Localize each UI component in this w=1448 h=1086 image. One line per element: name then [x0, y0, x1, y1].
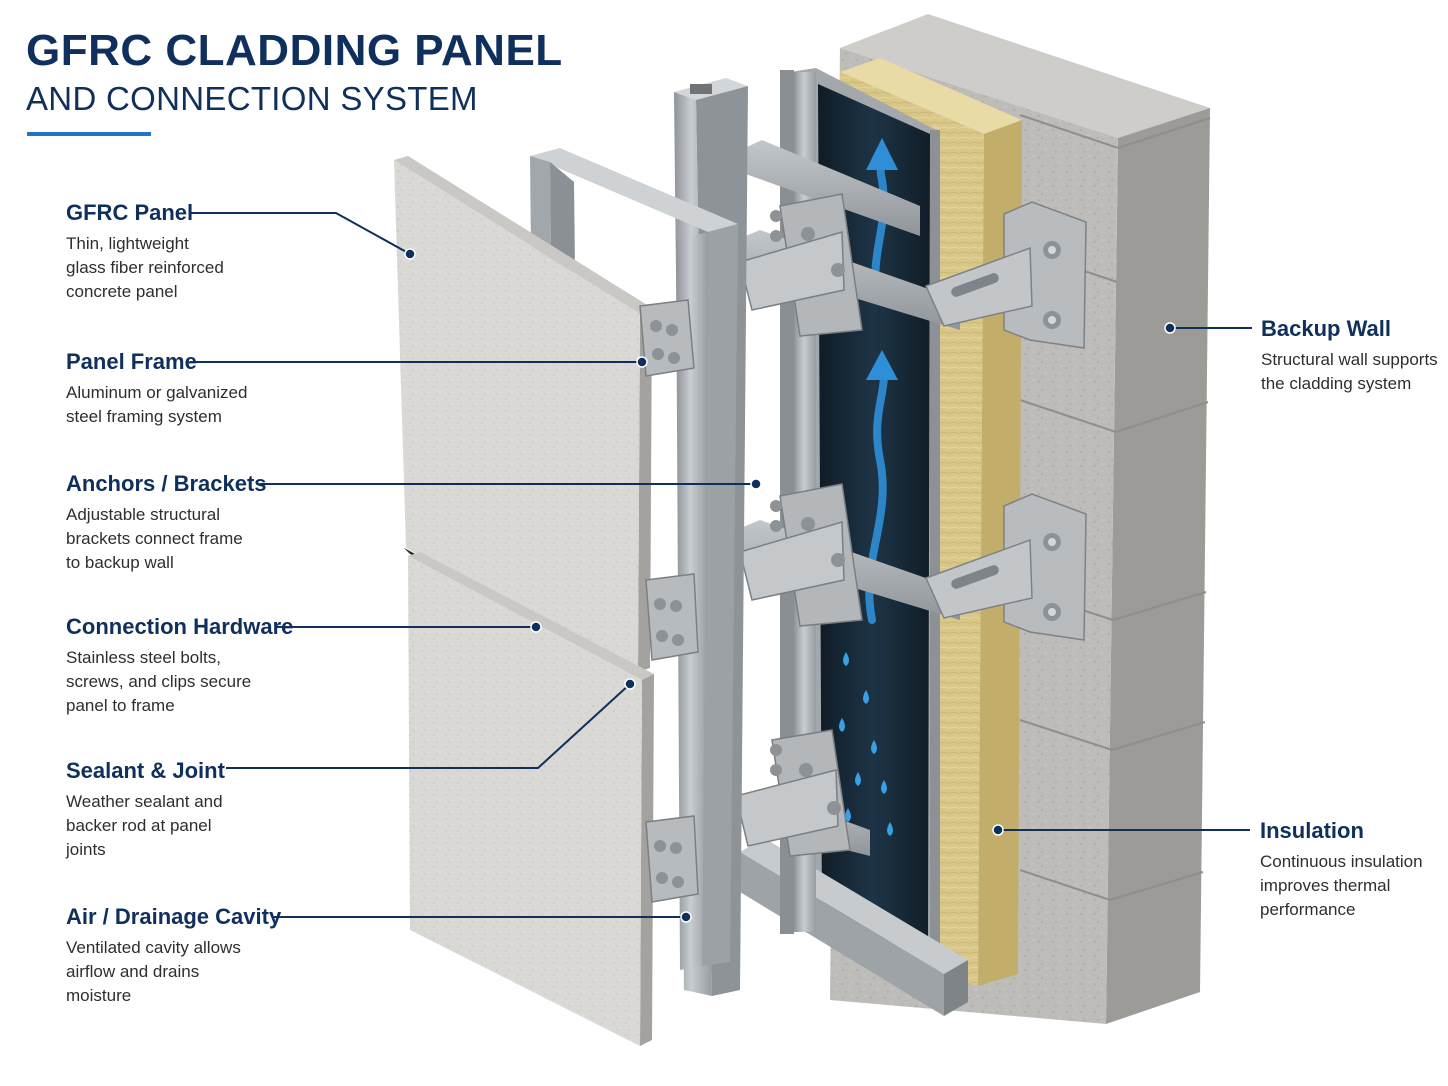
label-line: Structural wall supports [1261, 350, 1438, 369]
label-backup-wall: Backup Wall Structural wall supports the… [1261, 316, 1438, 396]
label-title: GFRC Panel [66, 200, 194, 225]
label-title: Sealant & Joint [66, 758, 225, 783]
label-line: the cladding system [1261, 374, 1412, 393]
label-description: Stainless steel bolts, screws, and clips… [66, 646, 293, 718]
water-droplets [839, 652, 893, 836]
label-sealant-joint: Sealant & Joint Weather sealant and back… [66, 758, 225, 862]
label-air-drainage-cavity: Air / Drainage Cavity Ventilated cavity … [66, 904, 281, 1008]
frame-clip-brackets [735, 193, 863, 857]
label-insulation: Insulation Continuous insulation improve… [1260, 818, 1423, 922]
label-gfrc-panel: GFRC Panel Thin, lightweight glass fiber… [66, 200, 224, 304]
wall-brackets [924, 201, 1087, 641]
label-line: Stainless steel bolts, [66, 648, 221, 667]
label-line: glass fiber reinforced [66, 258, 224, 277]
label-connection-hardware: Connection Hardware Stainless steel bolt… [66, 614, 293, 718]
page-title: GFRC CLADDING PANEL [26, 26, 563, 75]
label-title: Connection Hardware [66, 614, 294, 639]
label-title: Air / Drainage Cavity [66, 904, 282, 929]
page-subtitle: AND CONNECTION SYSTEM [26, 80, 478, 117]
label-description: Aluminum or galvanized steel framing sys… [66, 381, 247, 429]
label-line: screws, and clips secure [66, 672, 252, 691]
label-line: Thin, lightweight [66, 234, 189, 253]
label-line: Weather sealant and [66, 792, 223, 811]
label-title: Backup Wall [1261, 316, 1391, 341]
label-line: Continuous insulation [1260, 852, 1423, 871]
label-line: to backup wall [66, 553, 174, 572]
label-line: Aluminum or galvanized [66, 383, 248, 402]
label-anchors-brackets: Anchors / Brackets Adjustable structural… [66, 471, 267, 575]
label-line: moisture [66, 986, 132, 1005]
panel-connection-clips [639, 299, 699, 903]
label-line: backer rod at panel [66, 816, 212, 835]
label-description: Thin, lightweight glass fiber reinforced… [66, 232, 224, 304]
gfrc-panels [394, 156, 654, 1046]
leader-sealant-joint [226, 683, 631, 769]
leader-dots [404, 248, 1176, 923]
leader-lines [190, 212, 1252, 918]
label-panel-frame: Panel Frame Aluminum or galvanized steel… [66, 349, 247, 429]
label-line: panel to frame [66, 696, 175, 715]
label-title: Insulation [1260, 818, 1364, 843]
leader-gfrc-panel [190, 212, 411, 255]
title-underline [27, 132, 151, 136]
label-line: performance [1260, 900, 1356, 919]
label-description: Adjustable structural brackets connect f… [66, 503, 267, 575]
label-description: Continuous insulation improves thermal p… [1260, 850, 1423, 922]
label-line: joints [66, 840, 106, 859]
label-description: Weather sealant and backer rod at panel … [66, 790, 225, 862]
label-description: Structural wall supports the cladding sy… [1261, 348, 1438, 396]
label-line: steel framing system [66, 407, 222, 426]
label-line: airflow and drains [66, 962, 200, 981]
label-line: improves thermal [1260, 876, 1391, 895]
label-title: Panel Frame [66, 349, 197, 374]
label-line: concrete panel [66, 282, 178, 301]
label-line: Ventilated cavity allows [66, 938, 241, 957]
label-title: Anchors / Brackets [66, 471, 267, 496]
label-line: brackets connect frame [66, 529, 243, 548]
label-description: Ventilated cavity allows airflow and dra… [66, 936, 281, 1008]
label-line: Adjustable structural [66, 505, 221, 524]
